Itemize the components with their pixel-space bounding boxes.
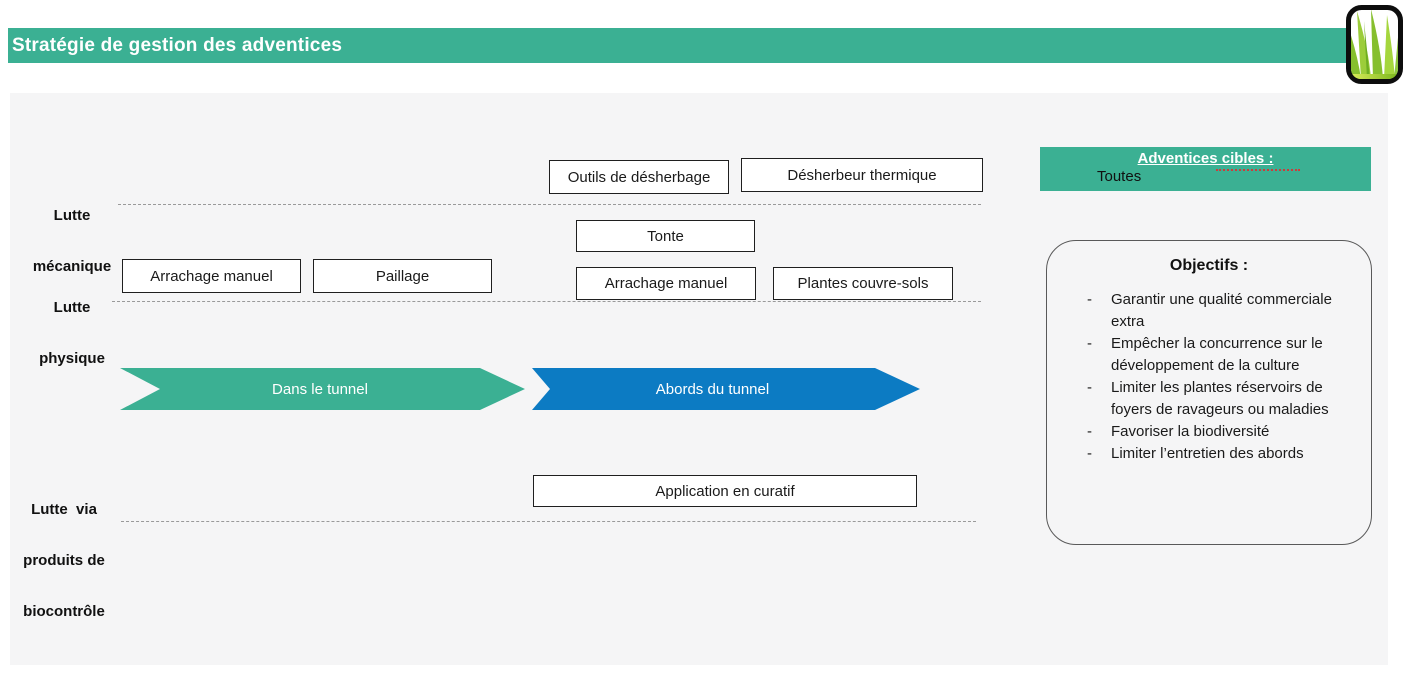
- logo: [1346, 5, 1403, 84]
- objective-text: Favoriser la biodiversité: [1111, 423, 1270, 440]
- objective-item: - Limiter l’entretien des abords: [1087, 443, 1355, 465]
- divider-biocontrole: [121, 521, 976, 522]
- objective-item: - Empêcher la concurrence sur le dévelop…: [1087, 333, 1355, 377]
- tool-box-paillage: Paillage: [313, 259, 492, 293]
- row-label-lutte-mecanique: Lutte mécanique: [20, 173, 124, 309]
- tool-box-arrachage-manuel-tunnel: Arrachage manuel: [122, 259, 301, 293]
- row-label-line: biocontrôle: [23, 603, 105, 620]
- objective-text: Garantir une qualité commerciale extra: [1111, 291, 1332, 330]
- row-label-lutte-biocontrole: Lutte via produits de biocontrôle: [8, 467, 120, 654]
- row-label-line: mécanique: [32, 258, 112, 275]
- zone-arrow-label: Abords du tunnel: [655, 380, 770, 398]
- tool-box-application-curatif: Application en curatif: [533, 475, 917, 507]
- targets-heading: Adventices cibles :: [1137, 150, 1274, 167]
- grass-icon: [1346, 5, 1403, 84]
- bullet-dash: -: [1087, 291, 1092, 308]
- zone-arrow-label: Dans le tunnel: [272, 380, 368, 398]
- row-label-line: Lutte: [53, 207, 91, 224]
- row-label-line: Lutte: [53, 299, 91, 316]
- tool-box-tonte: Tonte: [576, 220, 755, 252]
- bullet-dash: -: [1087, 335, 1092, 352]
- row-label-line: physique: [39, 350, 105, 367]
- tool-box-plantes-couvre-sols: Plantes couvre-sols: [773, 267, 953, 300]
- spellcheck-squiggle: [1216, 169, 1300, 171]
- objective-text: Limiter l’entretien des abords: [1111, 445, 1304, 462]
- objective-item: - Favoriser la biodiversité: [1087, 421, 1355, 443]
- row-label-lutte-physique: Lutte physique: [20, 265, 124, 401]
- objective-text: Limiter les plantes réservoirs de foyers…: [1111, 379, 1329, 418]
- page-title: Stratégie de gestion des adventices: [12, 34, 343, 56]
- objectives-heading: Objectifs :: [1169, 257, 1249, 274]
- row-label-line: Lutte via: [31, 501, 97, 518]
- divider-physique: [112, 301, 981, 302]
- tool-box-arrachage-manuel-abords: Arrachage manuel: [576, 267, 756, 300]
- objective-text: Empêcher la concurrence sur le développe…: [1111, 335, 1323, 374]
- bullet-dash: -: [1087, 379, 1092, 396]
- bullet-dash: -: [1087, 445, 1092, 462]
- targets-value: Toutes: [1097, 168, 1142, 185]
- zone-arrow-abords-du-tunnel: Abords du tunnel: [532, 368, 920, 410]
- objective-item: - Garantir une qualité commerciale extra: [1087, 289, 1355, 333]
- divider-mecanique: [118, 204, 981, 205]
- targets-box: Adventices cibles : Toutes: [1040, 147, 1371, 191]
- tool-box-desherbeur-thermique: Désherbeur thermique: [741, 158, 983, 192]
- tool-box-outils-desherbage: Outils de désherbage: [549, 160, 729, 194]
- row-label-line: produits de: [23, 552, 105, 569]
- objective-item: - Limiter les plantes réservoirs de foye…: [1087, 377, 1355, 421]
- zone-arrow-dans-le-tunnel: Dans le tunnel: [120, 368, 525, 410]
- bullet-dash: -: [1087, 423, 1092, 440]
- objectives-box: Objectifs : - Garantir une qualité comme…: [1046, 240, 1372, 545]
- title-bar: Stratégie de gestion des adventices: [8, 28, 1352, 63]
